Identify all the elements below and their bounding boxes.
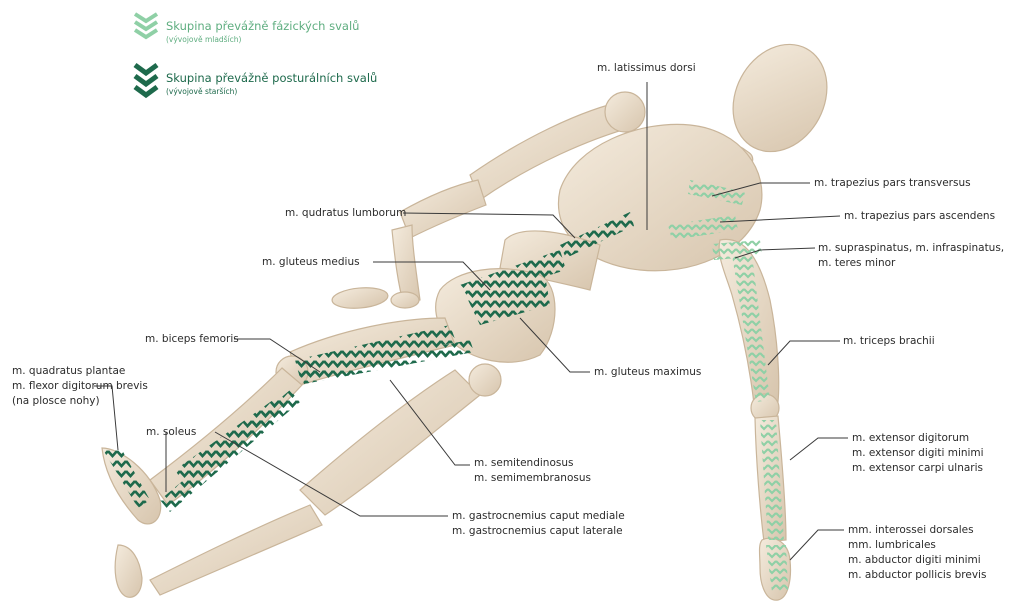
shin-front	[150, 505, 322, 595]
label-line: m. triceps brachii	[843, 334, 935, 349]
label-supraspinatus: m. supraspinatus, m. infraspinatus, m. t…	[818, 241, 1004, 271]
label-biceps-femoris: m. biceps femoris	[145, 332, 239, 347]
label-line: m. extensor digitorum	[852, 431, 984, 446]
label-gastrocnemius: m. gastrocnemius caput mediale m. gastro…	[452, 509, 625, 539]
foot-front	[115, 545, 142, 597]
label-extensor: m. extensor digitorum m. extensor digiti…	[852, 431, 984, 476]
label-semitendinosus: m. semitendinosus m. semimembranosus	[474, 456, 591, 486]
label-line: m. latissimus dorsi	[597, 61, 696, 76]
label-line: m. supraspinatus, m. infraspinatus,	[818, 241, 1004, 256]
label-line: m. teres minor	[818, 256, 1004, 271]
label-line: m. qudratus lumborum	[285, 206, 406, 221]
label-latissimus: m. latissimus dorsi	[597, 61, 696, 76]
label-trapezius-transversus: m. trapezius pars transversus	[814, 176, 971, 191]
label-line: m. flexor digitorum brevis	[12, 379, 148, 394]
label-line: m. trapezius pars ascendens	[844, 209, 995, 224]
label-line: m. gastrocnemius caput mediale	[452, 509, 625, 524]
label-line: m. abductor pollicis brevis	[848, 568, 986, 583]
label-quadratus-plantae: m. quadratus plantae m. flexor digitorum…	[12, 364, 148, 409]
label-line: m. abductor digiti minimi	[848, 553, 986, 568]
label-line: m. gluteus medius	[262, 255, 360, 270]
label-line: m. biceps femoris	[145, 332, 239, 347]
label-gluteus-maximus: m. gluteus maximus	[594, 365, 701, 380]
label-line: (na plosce nohy)	[12, 394, 148, 409]
label-line: m. extensor digiti minimi	[852, 446, 984, 461]
label-line: m. quadratus plantae	[12, 364, 148, 379]
label-line: m. gluteus maximus	[594, 365, 701, 380]
label-line: m. soleus	[146, 425, 196, 440]
label-line: m. extensor carpi ulnaris	[852, 461, 984, 476]
label-trapezius-ascendens: m. trapezius pars ascendens	[844, 209, 995, 224]
label-line: m. trapezius pars transversus	[814, 176, 971, 191]
label-line: m. semitendinosus	[474, 456, 591, 471]
thigh-front	[300, 370, 480, 515]
label-soleus: m. soleus	[146, 425, 196, 440]
label-quadratus-lumborum: m. qudratus lumborum	[285, 206, 406, 221]
label-line: mm. lumbricales	[848, 538, 986, 553]
label-line: mm. interossei dorsales	[848, 523, 986, 538]
label-gluteus-medius: m. gluteus medius	[262, 255, 360, 270]
label-interossei: mm. interossei dorsales mm. lumbricales …	[848, 523, 986, 583]
label-triceps: m. triceps brachii	[843, 334, 935, 349]
label-line: m. semimembranosus	[474, 471, 591, 486]
label-line: m. gastrocnemius caput laterale	[452, 524, 625, 539]
